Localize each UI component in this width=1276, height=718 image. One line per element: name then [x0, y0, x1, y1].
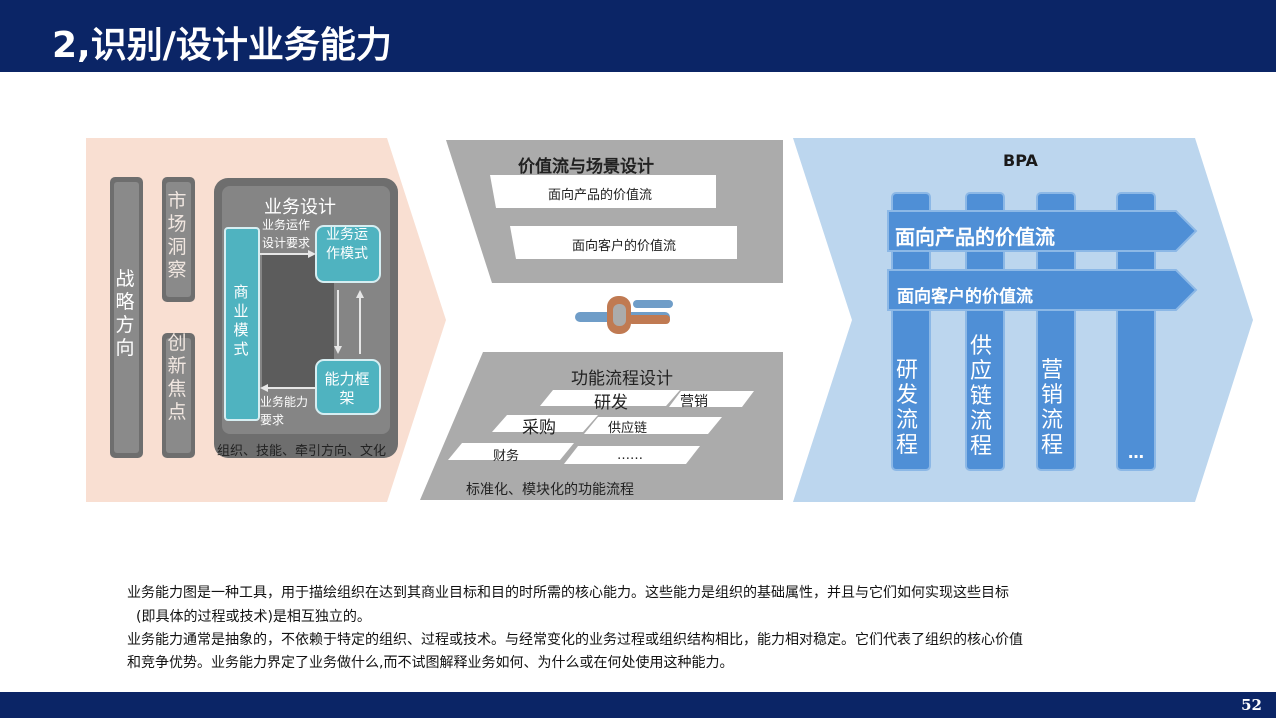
marketing-bar [669, 391, 754, 407]
rd-bar [540, 390, 680, 406]
column-marketing [1036, 192, 1076, 471]
column-rd [891, 192, 931, 471]
description-line-2: (即具体的过程或技术)是相互独立的。 [136, 609, 371, 625]
customer-stream-arrow-label: 面向客户的价值流 [897, 287, 1033, 307]
innovation-label: 创新焦点 [167, 332, 187, 423]
connector-small-bar [633, 300, 673, 308]
product-stream-arrow [887, 210, 1198, 252]
finance-bar [448, 443, 574, 460]
column-supply-chain [965, 192, 1005, 471]
business-design-label: 业务设计 [264, 197, 336, 218]
capability-frame-label: 能力框架 [324, 370, 370, 407]
column-more-label: … [1128, 443, 1144, 462]
ops-model-label: 业务运作模式 [326, 227, 368, 262]
procurement-label: 采购 [522, 418, 556, 438]
supply-chain-label: 供应链 [608, 421, 648, 436]
marketing-label: 营销 [680, 394, 708, 410]
customer-stream-label: 面向客户的价值流 [572, 239, 677, 254]
market-insight-label: 市场洞察 [167, 190, 187, 281]
rd-label: 研发 [594, 393, 628, 413]
customer-stream-bar [510, 226, 737, 259]
supply-chain-bar [584, 417, 722, 434]
product-stream-label: 面向产品的价值流 [548, 188, 653, 203]
column-supply-chain-label: 供应链流程 [969, 334, 992, 459]
column-marketing-label: 营销流程 [1040, 358, 1063, 458]
description-line-4: 和竞争优势。业务能力界定了业务做什么,而不试图解释业务如何、为什么或在何处使用这… [127, 655, 734, 671]
bpa-panel [793, 138, 1253, 502]
header-bar: 2,识别/设计业务能力 [0, 0, 1276, 72]
description-line-1: 业务能力图是一种工具，用于描绘组织在达到其商业目标和目的时所需的核心能力。这些能… [127, 585, 1009, 601]
functional-flow-title: 功能流程设计 [571, 369, 673, 389]
more-label: …… [617, 448, 643, 463]
bpa-title: BPA [1003, 151, 1038, 170]
customer-stream-arrow [887, 269, 1198, 311]
strategy-label: 战略方向 [115, 268, 135, 359]
business-model-box [224, 227, 260, 421]
business-model-label: 商业模式 [233, 283, 249, 358]
more-bar [564, 446, 700, 464]
description-line-3: 业务能力通常是抽象的，不依赖于特定的组织、过程或技术。与经常变化的业务过程或组织… [127, 632, 1023, 648]
footer-bar: 52 [0, 692, 1276, 718]
column-rd-label: 研发流程 [895, 358, 918, 458]
procurement-bar [492, 415, 598, 432]
product-stream-bar [490, 175, 716, 208]
column-more [1116, 192, 1156, 471]
page-title: 2,识别/设计业务能力 [52, 25, 392, 66]
value-stream-title: 价值流与场景设计 [518, 157, 654, 177]
capability-requirements-label: 业务能力要求 [260, 395, 309, 427]
product-stream-arrow-label: 面向产品的价值流 [895, 225, 1055, 249]
finance-label: 财务 [493, 449, 520, 464]
ops-requirements-label: 业务运作设计要求 [262, 218, 311, 250]
standardized-label: 标准化、模块化的功能流程 [466, 482, 634, 498]
org-line-label: 组织、技能、牵引方向、文化 [217, 444, 387, 459]
page-number: 52 [1241, 696, 1262, 714]
